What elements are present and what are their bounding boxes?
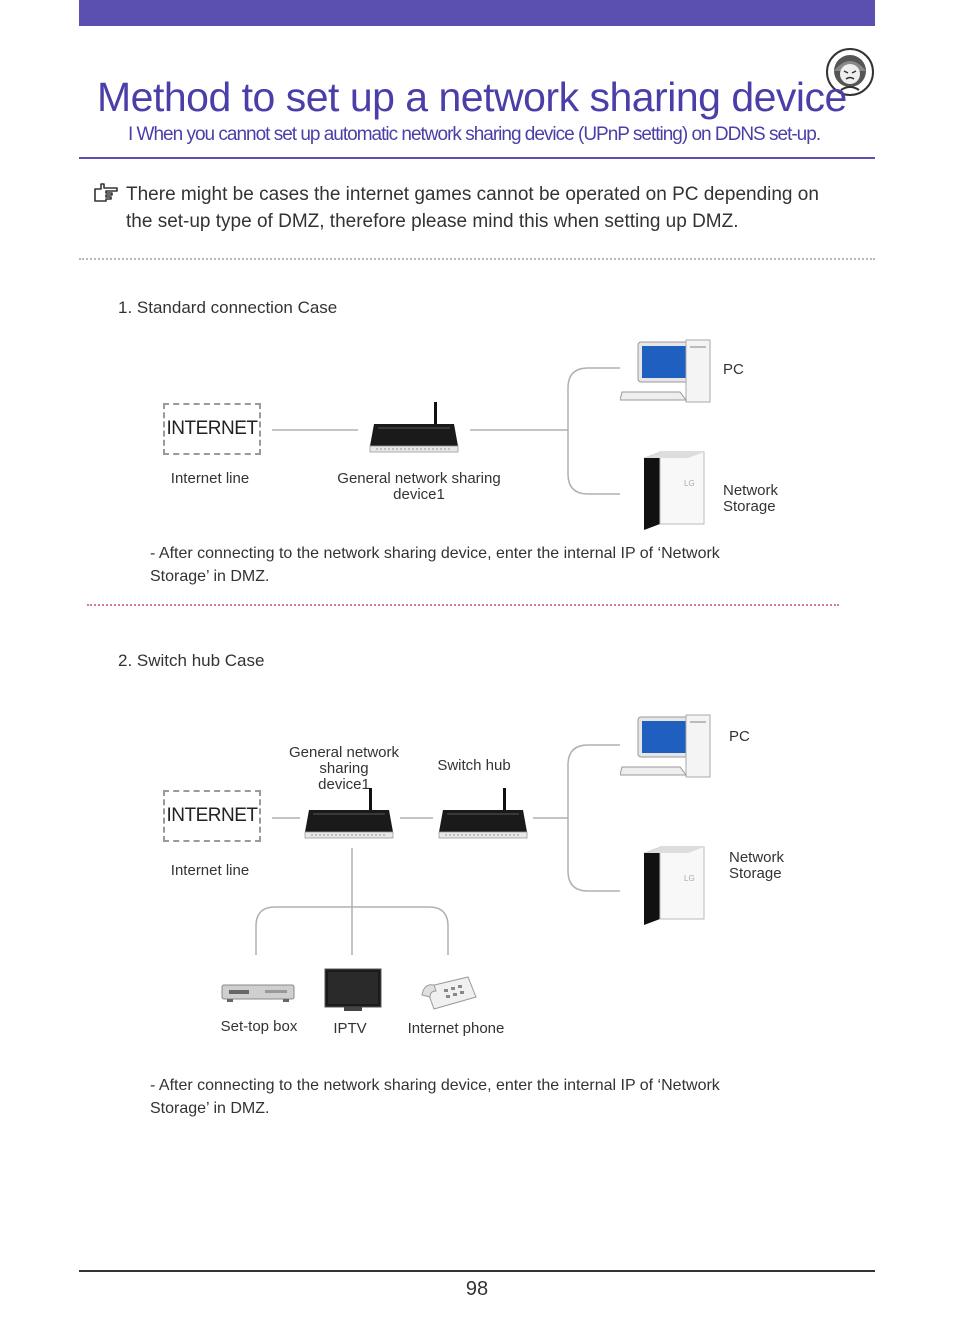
internet-phone-icon — [420, 969, 478, 1013]
svg-text:LG: LG — [684, 479, 695, 488]
iptv-caption: IPTV — [320, 1021, 380, 1037]
internet-line-caption: Internet line — [160, 471, 260, 487]
internet-box: INTERNET — [163, 790, 261, 842]
switch-hub-caption: Switch hub — [424, 758, 524, 774]
router-caption: General network sharing device1 — [319, 471, 519, 503]
section-heading-standard: 1. Standard connection Case — [118, 298, 337, 318]
footer-divider — [79, 1270, 875, 1272]
set-top-box-icon — [221, 982, 295, 1004]
internet-phone-caption: Internet phone — [396, 1021, 516, 1037]
internet-box: INTERNET — [163, 403, 261, 455]
switch-hub-icon — [437, 786, 529, 842]
page-number: 98 — [450, 1278, 504, 1301]
iptv-icon — [324, 968, 382, 1012]
internet-line-caption: Internet line — [160, 863, 260, 879]
pc-label: PC — [729, 729, 750, 745]
pc-icon — [620, 713, 712, 779]
set-top-box-caption: Set-top box — [209, 1019, 309, 1035]
section-heading-switch-hub: 2. Switch hub Case — [118, 651, 264, 671]
network-storage-icon: LG — [640, 845, 708, 927]
router-icon — [368, 400, 460, 456]
svg-text:LG: LG — [684, 874, 695, 883]
pc-label: PC — [723, 362, 744, 378]
section-divider — [87, 604, 839, 606]
section2-note: - After connecting to the network sharin… — [150, 1074, 760, 1120]
network-storage-icon: LG — [640, 450, 708, 532]
network-storage-label: Network Storage — [729, 850, 784, 882]
router-icon — [303, 786, 395, 842]
network-storage-label: Network Storage — [723, 483, 778, 515]
pc-icon — [620, 338, 712, 404]
section1-note: - After connecting to the network sharin… — [150, 542, 760, 588]
